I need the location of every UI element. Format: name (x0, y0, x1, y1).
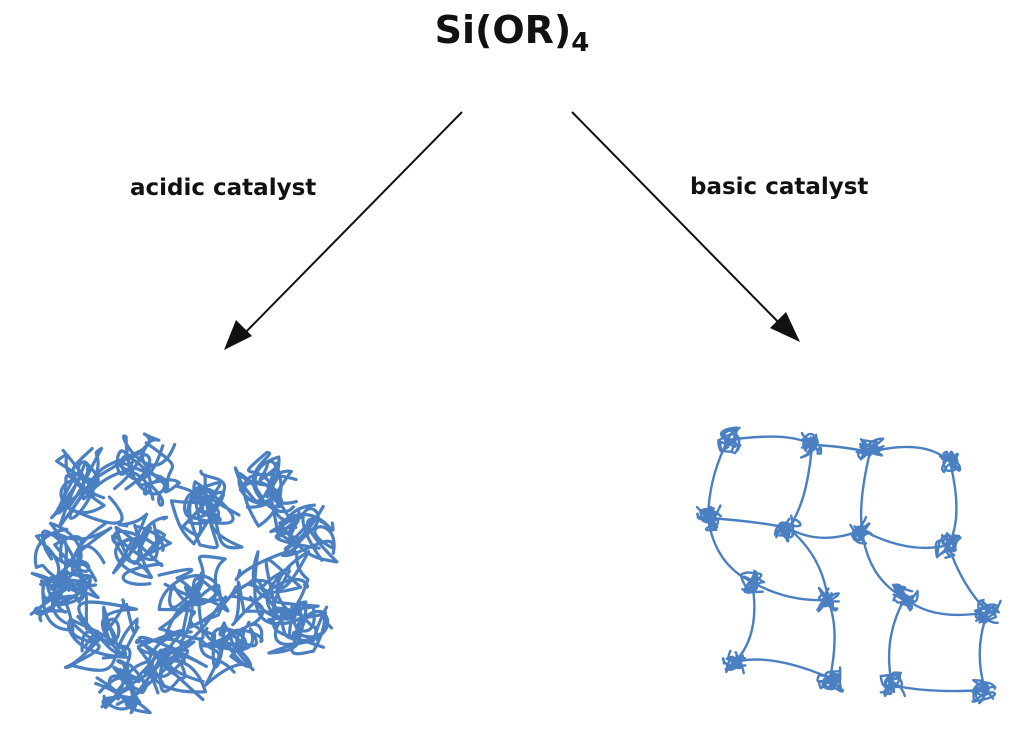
basic-catalyst-label: basic catalyst (690, 174, 869, 200)
base-particle-cluster-14 (816, 666, 845, 693)
acid-polymer-coil-1 (50, 446, 129, 529)
acid-polymer-coil-2 (113, 432, 181, 507)
acid-polymer-coil-13 (198, 621, 264, 687)
acid-polymer-coil-12 (134, 628, 208, 702)
polymer-chain-link-1 (726, 435, 814, 447)
base-particle-cluster-13 (721, 649, 747, 675)
base-particle-cluster-16 (971, 678, 997, 705)
base-particle-cluster-3 (855, 437, 885, 461)
acidic-catalyst-label: acidic catalyst (130, 175, 317, 201)
base-particle-cluster-7 (849, 516, 874, 545)
arrow-to-basic (571, 111, 800, 342)
arrow-to-acidic (224, 111, 463, 350)
base-particle-cluster-1 (717, 426, 742, 455)
base-particle-cluster-2 (799, 431, 823, 459)
precursor-formula: Si(OR)4 (0, 8, 1024, 58)
base-particle-cluster-15 (879, 671, 906, 698)
formula-subscript: 4 (571, 28, 590, 58)
acid-polymer-coil-15 (94, 659, 153, 715)
base-particle-cluster-12 (974, 598, 1002, 625)
polymer-chain-link-19 (978, 610, 990, 692)
base-particle-cluster-10 (816, 586, 840, 613)
acid-polymer-coil-10 (267, 600, 333, 656)
acid-polymer-coil-14 (29, 570, 92, 632)
base-particle-cluster-6 (773, 514, 802, 543)
base-particle-cluster-4 (938, 450, 962, 474)
acid-polymer-coil-11 (63, 598, 140, 682)
base-catalyzed-network (695, 426, 1002, 705)
acid-polymer-coil-7 (111, 512, 173, 586)
base-particle-cluster-9 (740, 569, 766, 594)
acid-polymer-coil-3 (169, 469, 244, 550)
polymer-chain-link-20 (733, 658, 832, 680)
polymer-chain-link-16 (733, 580, 756, 664)
base-particle-cluster-11 (891, 583, 919, 612)
acid-catalyzed-network (29, 432, 339, 715)
base-particle-cluster-5 (695, 504, 722, 532)
polymer-chain-link-7 (946, 460, 958, 547)
polymer-chain-link-21 (890, 683, 987, 693)
base-particle-cluster-8 (934, 532, 962, 559)
acid-polymer-coil-4 (233, 450, 298, 529)
formula-text: Si(OR) (434, 8, 572, 52)
polymer-chain-link-17 (826, 598, 836, 680)
